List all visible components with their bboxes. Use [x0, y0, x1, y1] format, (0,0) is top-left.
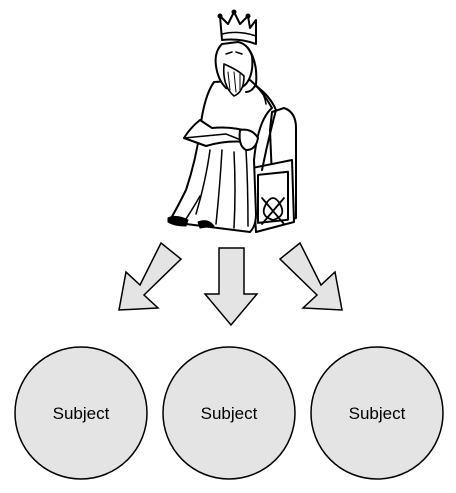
- seated-king-icon: [167, 9, 297, 233]
- arrow-down-right-icon: [278, 241, 343, 311]
- subject-circle: [310, 346, 444, 480]
- subject-node: Subject: [14, 346, 148, 480]
- subject-circle: [162, 346, 296, 480]
- subject-circle: [14, 346, 148, 480]
- subject-label: Subject: [201, 404, 258, 423]
- subject-node: Subject: [310, 346, 444, 480]
- arrows-group: [118, 241, 343, 327]
- subject-label: Subject: [349, 404, 406, 423]
- arrow-down-left-icon: [118, 241, 183, 311]
- arrow-down-icon: [203, 247, 259, 327]
- subject-node: Subject: [162, 346, 296, 480]
- subject-label: Subject: [53, 404, 110, 423]
